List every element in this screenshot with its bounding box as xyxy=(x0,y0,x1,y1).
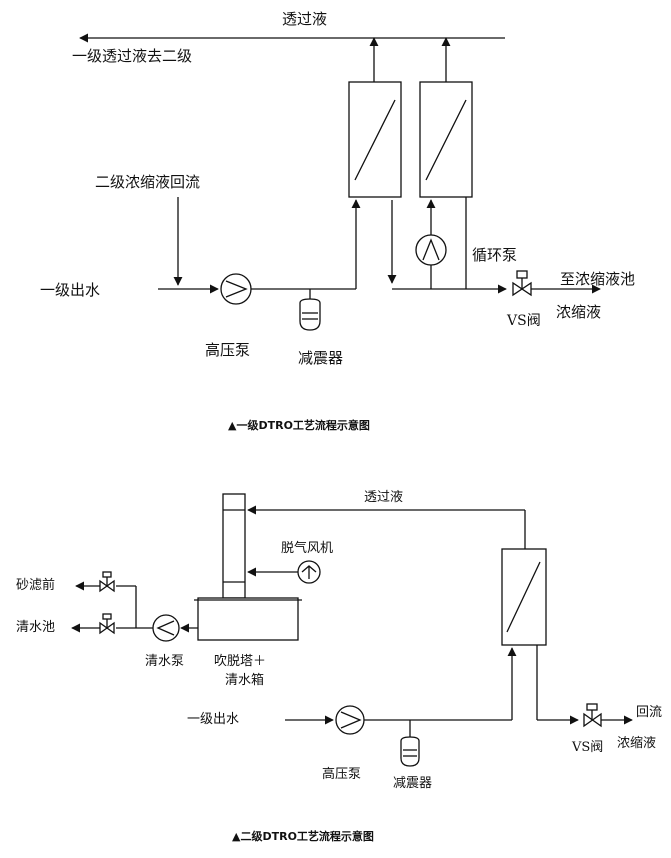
d1-circulation-pump-symbol xyxy=(422,238,440,261)
d2-vs-valve-label: VS阀 xyxy=(572,740,604,755)
d2-return-flow-label: 回流 xyxy=(636,705,663,720)
d1-stage2-return-label: 二级浓缩液回流 xyxy=(95,173,201,191)
d2-degassing-fan-symbol xyxy=(301,565,317,579)
d2-damper-label: 减震器 xyxy=(393,776,433,791)
d2-sand-filter-front-label: 砂滤前 xyxy=(16,578,56,593)
d1-membrane-module-2-diagonal xyxy=(425,99,467,181)
d2-damper xyxy=(400,736,420,767)
d1-caption: ▲一级DTRO工艺流程示意图 xyxy=(228,419,370,432)
d2-clean-water-pump-label: 清水泵 xyxy=(145,654,185,669)
d2-clean-water-tank-label: 清水箱 xyxy=(225,673,265,688)
d2-stage1-outlet-label: 一级出水 xyxy=(187,712,240,727)
d2-membrane-module-diagonal xyxy=(506,561,541,633)
d2-high-pressure-pump-label: 高压泵 xyxy=(322,767,362,782)
d1-vs-valve-label: VS阀 xyxy=(507,313,541,329)
d2-high-pressure-pump-symbol xyxy=(340,711,362,729)
d2-clean-water-tank xyxy=(197,597,299,641)
d2-concentrate-label: 浓缩液 xyxy=(617,736,657,751)
d1-damper-label: 减震器 xyxy=(298,349,344,367)
d2-clean-water-tank-out-label: 清水池 xyxy=(16,620,56,635)
d1-high-pressure-pump-label: 高压泵 xyxy=(205,341,251,359)
d2-caption: ▲二级DTRO工艺流程示意图 xyxy=(232,830,374,843)
d1-permeate-label: 透过液 xyxy=(282,10,328,28)
d1-permeate-to-stage2-label: 一级透过液去二级 xyxy=(72,47,193,65)
d2-clean-water-pump-symbol xyxy=(156,620,175,636)
d1-high-pressure-pump-symbol xyxy=(225,280,248,298)
d2-stripper-tower-label: 吹脱塔＋ xyxy=(214,654,267,669)
d1-circulation-pump-label: 循环泵 xyxy=(472,246,518,264)
d2-permeate-label: 透过液 xyxy=(364,490,404,505)
d1-stage1-outlet-label: 一级出水 xyxy=(40,281,101,299)
d1-membrane-module-1-diagonal xyxy=(354,99,396,181)
d2-degassing-fan-label: 脱气风机 xyxy=(281,541,334,556)
d1-to-concentrate-tank-label: 至浓缩液池 xyxy=(560,270,636,288)
d1-damper xyxy=(299,298,321,331)
d1-concentrate-label: 浓缩液 xyxy=(556,303,602,321)
